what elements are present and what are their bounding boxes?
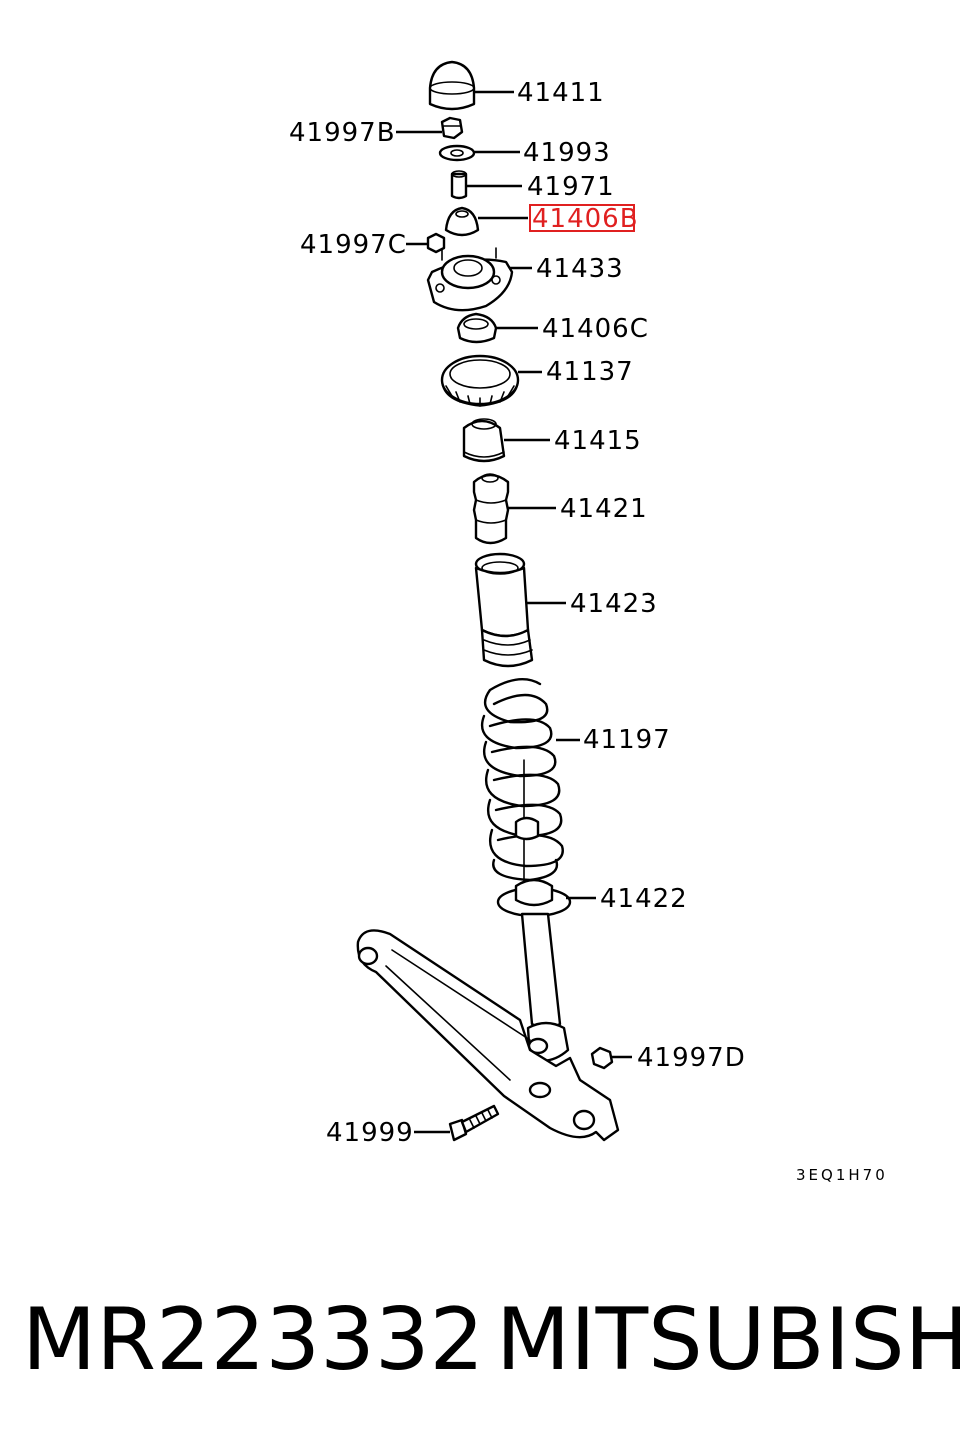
part-41997C-nut — [426, 232, 446, 254]
part-41997D-nut — [590, 1046, 614, 1070]
leader-lines — [396, 90, 632, 1134]
label-41411: 41411 — [517, 78, 605, 108]
label-41997C: 41997C — [300, 230, 407, 260]
label-41137: 41137 — [546, 357, 634, 387]
part-41999-bolt — [448, 1104, 500, 1142]
part-41406B-bushing — [444, 206, 480, 237]
highlight-box — [529, 204, 635, 232]
part-number: MR223332 — [22, 1290, 485, 1390]
label-41433: 41433 — [536, 254, 624, 284]
part-41421-bump-stopper — [472, 473, 510, 545]
part-41406C-bushing — [456, 312, 498, 344]
label-41971: 41971 — [527, 172, 615, 202]
label-41999: 41999 — [326, 1118, 414, 1148]
brand-name: MITSUBISHI — [496, 1290, 960, 1390]
figure-code: 3EQ1H70 — [796, 1166, 888, 1184]
label-41997B: 41997B — [289, 118, 396, 148]
footer: MR223332 MITSUBISHI — [0, 1290, 960, 1390]
label-41415: 41415 — [554, 426, 642, 456]
part-41433-strut-mount — [426, 247, 514, 312]
part-41971-collar — [450, 170, 468, 200]
part-41415-spring-seat — [462, 418, 506, 463]
part-41993-washer — [438, 144, 476, 162]
part-41197-coil-spring — [481, 678, 564, 901]
part-41423-dust-cover — [474, 552, 534, 668]
label-41197: 41197 — [583, 725, 671, 755]
part-41137-bearing — [440, 354, 520, 407]
part-41411-dust-cap — [428, 60, 476, 111]
label-41406C: 41406C — [542, 314, 649, 344]
label-41993: 41993 — [523, 138, 611, 168]
label-41406B: 41406B — [532, 204, 639, 234]
label-41997D: 41997D — [637, 1043, 746, 1073]
label-41422: 41422 — [600, 884, 688, 914]
part-lower-arm — [356, 929, 620, 1142]
label-41421: 41421 — [560, 494, 648, 524]
part-41997B-nut — [440, 116, 464, 140]
label-41423: 41423 — [570, 589, 658, 619]
